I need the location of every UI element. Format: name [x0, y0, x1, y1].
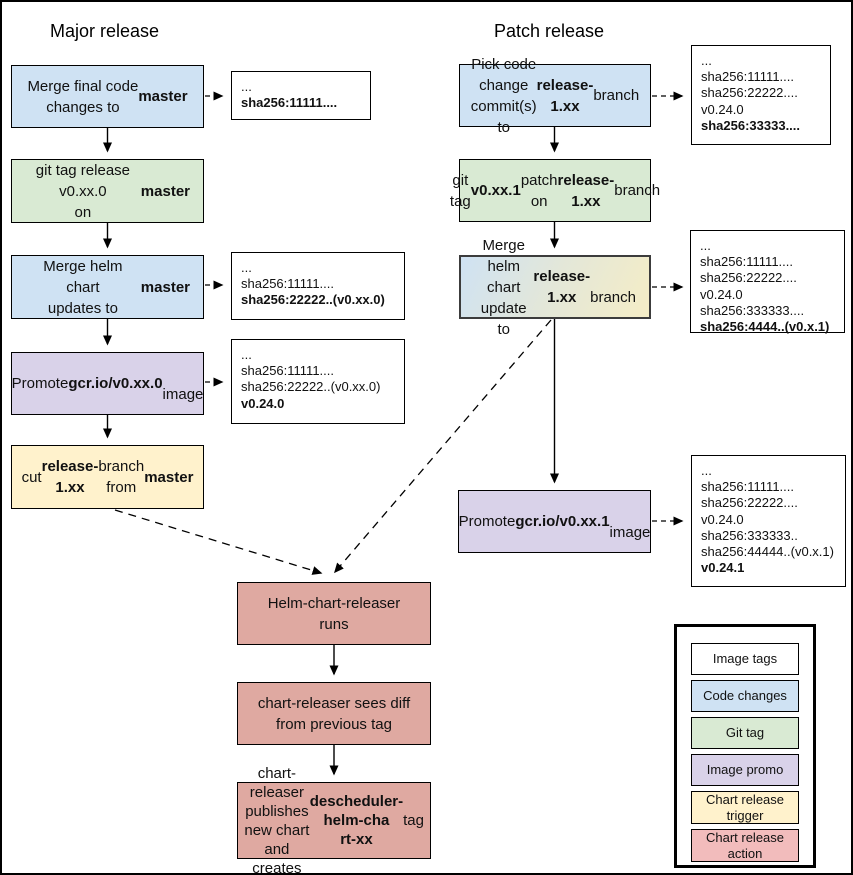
- flow-step-merge-helm-chart-master: Merge helm chart updates to master: [11, 255, 204, 319]
- legend-item-git-tag: Git tag: [691, 717, 799, 749]
- annotation-line: sha256:11111....: [700, 254, 793, 270]
- annotation-line: sha256:333333....: [700, 302, 805, 318]
- flow-step-git-tag-major: git tag release v0.xx.0 on master: [11, 159, 204, 223]
- annotation-line: sha256:333333..: [701, 527, 798, 543]
- legend-box: Image tags Code changes Git tag Image pr…: [674, 624, 816, 868]
- annotation-line: ...: [241, 79, 252, 94]
- title-patch-release: Patch release: [494, 21, 605, 41]
- flow-step-helm-chart-releaser-runs: Helm-chart-releaser runs: [237, 582, 431, 645]
- annotation-line: sha256:22222....: [701, 85, 798, 101]
- flow-step-cut-release-branch: cut release-1.xx branch from master: [11, 445, 204, 509]
- flow-step-pick-commits: Pick code change commit(s) to release-1.…: [459, 56, 651, 136]
- annotation-line: sha256:11111....: [701, 479, 794, 495]
- arrow-trigger-from-cut-branch: [114, 509, 323, 575]
- flow-step-chart-releaser-diff: chart-releaser sees diff from previous t…: [237, 682, 431, 745]
- annotation-line: ...: [700, 238, 711, 253]
- annotation-line: sha256:11111....: [241, 276, 334, 292]
- annotation-line: sha256:22222..(v0.xx.0): [241, 292, 385, 308]
- flow-step-git-tag-patch: git tag v0.xx.1 patch on release-1.xx br…: [450, 159, 660, 222]
- image-tags-note-major-code: ...sha256:11111....: [231, 71, 371, 120]
- annotation-line: v0.24.0: [701, 101, 744, 117]
- annotation-line: v0.24.0: [701, 511, 744, 527]
- title-major-release: Major release: [50, 21, 160, 41]
- annotation-line: v0.24.1: [701, 560, 745, 576]
- flow-step-merge-helm-chart-release: Merge helm chart update to release-1.xx …: [459, 237, 651, 338]
- annotation-line: sha256:4444..(v0.x.1): [700, 319, 830, 335]
- image-tags-note-patch-pick: ...sha256:11111....sha256:22222....v0.24…: [691, 45, 831, 145]
- annotation-line: sha256:22222..(v0.xx.0): [241, 379, 381, 395]
- annotation-line: ...: [241, 260, 252, 275]
- annotation-line: sha256:11111....: [241, 363, 334, 379]
- annotation-line: sha256:33333....: [701, 117, 801, 133]
- annotation-line: v0.24.0: [700, 286, 743, 302]
- annotation-line: sha256:22222....: [700, 270, 797, 286]
- image-tags-note-patch-helm: ...sha256:11111....sha256:22222....v0.24…: [690, 230, 845, 335]
- annotation-line: sha256:11111....: [241, 95, 338, 111]
- legend-item-chart-release-action: Chart release action: [691, 829, 799, 862]
- annotation-line: sha256:11111....: [701, 69, 794, 85]
- flow-step-promote-image-major: Promote gcr.io/v0.xx.0 image: [11, 352, 204, 415]
- legend-item-image-tags: Image tags: [691, 643, 799, 675]
- image-tags-note-patch-promote: ...sha256:11111....sha256:22222....v0.24…: [691, 455, 846, 587]
- annotation-line: ...: [701, 463, 712, 478]
- legend-item-image-promo: Image promo: [691, 754, 799, 786]
- flow-step-promote-image-patch: Promote gcr.io/v0.xx.1 image: [458, 490, 651, 553]
- annotation-line: ...: [701, 53, 712, 68]
- annotation-line: ...: [241, 347, 252, 362]
- flow-step-merge-final-code: Merge final code changes to master: [11, 65, 204, 128]
- legend-item-code-changes: Code changes: [691, 680, 799, 712]
- annotation-line: sha256:44444..(v0.x.1): [701, 544, 834, 560]
- annotation-line: sha256:22222....: [701, 495, 798, 511]
- annotation-line: v0.24.0: [241, 395, 285, 411]
- image-tags-note-major-promote: ...sha256:11111....sha256:22222..(v0.xx.…: [231, 339, 405, 424]
- legend-item-chart-release-trigger: Chart release trigger: [691, 791, 799, 824]
- image-tags-note-major-helm: ...sha256:11111....sha256:22222..(v0.xx.…: [231, 252, 405, 320]
- flow-step-chart-releaser-publish: chart-releaser publishes new chart and c…: [237, 765, 431, 873]
